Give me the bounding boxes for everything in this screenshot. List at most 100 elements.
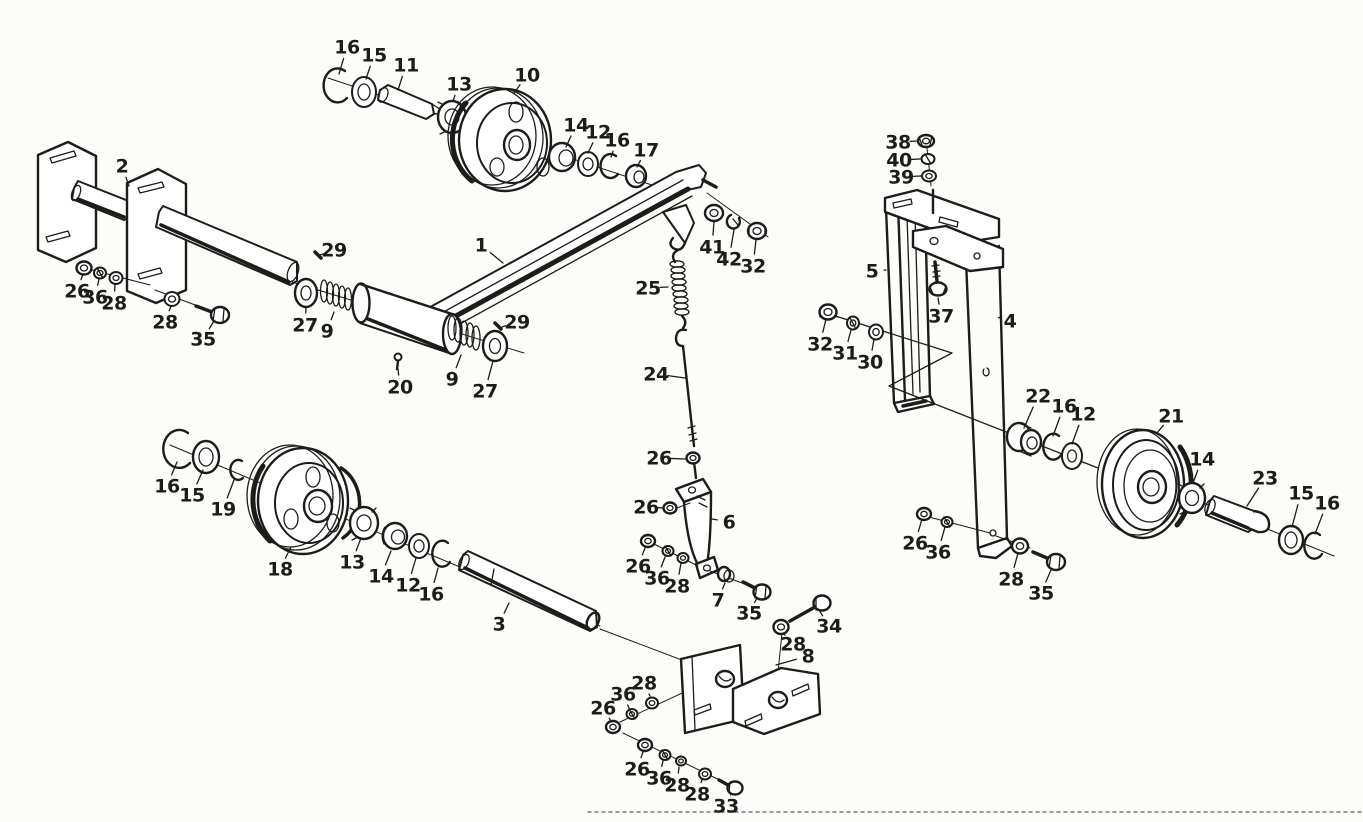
callout-16: 16 — [418, 567, 444, 606]
callout-leader — [384, 550, 392, 566]
callout-26: 26 — [625, 547, 651, 578]
callout-28: 28 — [631, 673, 657, 697]
mounting-plate-8b — [731, 666, 822, 736]
callout-label: 35 — [736, 603, 761, 625]
callout-label: 20 — [387, 377, 413, 399]
spring-hook-bottom — [680, 314, 687, 330]
spring-anchor-bracket — [662, 204, 695, 251]
washer-30 — [868, 323, 884, 341]
callout-28: 28 — [152, 305, 178, 334]
lock-washer-42 — [725, 213, 742, 230]
callout-label: 38 — [885, 132, 911, 154]
callout-13: 13 — [339, 537, 365, 574]
callout-leader — [1045, 569, 1052, 583]
lock-washer-36 — [658, 749, 672, 761]
callout-16: 16 — [154, 461, 180, 498]
callout-label: 36 — [925, 542, 951, 564]
callout-16: 16 — [1051, 396, 1077, 437]
assembly-right-pulley — [1005, 421, 1335, 560]
pulley-10 — [447, 86, 553, 193]
callout-label: 12 — [395, 575, 420, 597]
callout-label: 12 — [585, 122, 610, 144]
callout-22: 22 — [1023, 386, 1051, 429]
pivot-shaft-long — [155, 205, 300, 286]
callout-label: 19 — [210, 499, 235, 521]
callout-leader — [125, 176, 130, 187]
nut-26 — [915, 506, 933, 522]
callout-leader — [226, 479, 235, 499]
callout-leader — [1291, 503, 1299, 528]
washer-15 — [191, 439, 221, 475]
callout-14: 14 — [563, 115, 589, 148]
washer-15 — [351, 76, 377, 108]
callout-28: 28 — [101, 283, 127, 315]
callout-leader — [1071, 424, 1080, 445]
callout-leader — [871, 338, 875, 351]
callout-label: 26 — [646, 448, 672, 470]
spring-9 — [319, 279, 353, 311]
callout-leader — [753, 239, 757, 255]
washer-12 — [408, 533, 430, 559]
callout-leader — [452, 94, 456, 102]
callout-16: 16 — [604, 130, 630, 158]
bushing-14 — [381, 521, 409, 551]
circlip-19 — [229, 458, 245, 482]
assembly-plates-8 — [599, 594, 832, 796]
bolt-35 — [741, 580, 772, 601]
callout-label: 8 — [802, 646, 815, 668]
callout-label: 16 — [1051, 396, 1077, 418]
callout-leader — [730, 229, 735, 248]
callout-label: 28 — [631, 673, 657, 695]
callout-label: 15 — [361, 45, 386, 67]
top-plate-4a — [883, 188, 1001, 244]
callout-36: 36 — [644, 556, 670, 590]
grease-fitting-20 — [393, 352, 403, 371]
callout-36: 36 — [646, 760, 672, 790]
callout-label: 25 — [635, 278, 660, 300]
nut-26 — [604, 719, 622, 735]
bolt-35 — [1031, 550, 1067, 572]
callout-label: 36 — [644, 568, 670, 590]
callout-label: 32 — [740, 256, 765, 278]
callout-26: 26 — [633, 497, 664, 519]
callout-leader — [338, 57, 345, 75]
callout-label: 36 — [610, 684, 636, 706]
callout-leader — [775, 658, 798, 666]
circlip-16 — [1042, 432, 1063, 461]
assembly-arm-end-fasteners — [703, 203, 768, 241]
callout-leader — [822, 318, 827, 333]
callout-leader — [397, 368, 400, 376]
shaft-3 — [458, 550, 601, 632]
callout-label: 9 — [321, 321, 334, 343]
callout-38: 38 — [885, 132, 918, 154]
callout-4: 4 — [997, 311, 1017, 333]
washer-28 — [698, 767, 712, 781]
callout-label: 36 — [82, 287, 108, 309]
spring-25 — [669, 260, 690, 316]
bolt-35 — [194, 304, 231, 325]
pulley-18 — [246, 444, 362, 556]
callout-30: 30 — [857, 338, 883, 374]
callout-31: 31 — [832, 329, 858, 365]
callout-leader — [1052, 416, 1061, 437]
lock-washer-36 — [625, 708, 639, 720]
callout-9: 9 — [321, 311, 335, 343]
callout-label: 5 — [866, 261, 879, 283]
callout-1: 1 — [475, 235, 504, 264]
callout-27: 27 — [292, 307, 318, 337]
callout-label: 13 — [339, 552, 364, 574]
pin-29 — [493, 321, 503, 331]
callout-leader — [667, 374, 686, 379]
callout-16: 16 — [334, 37, 360, 75]
callout-label: 23 — [1252, 468, 1277, 490]
callout-19: 19 — [210, 479, 236, 521]
circlip-16 — [431, 539, 452, 568]
callout-label: 39 — [888, 167, 913, 189]
callout-label: 28 — [780, 634, 806, 656]
callout-label: 16 — [334, 37, 360, 59]
pulley-21 — [1096, 428, 1194, 540]
callout-leader — [1192, 469, 1199, 484]
bolt-33 — [717, 778, 744, 796]
